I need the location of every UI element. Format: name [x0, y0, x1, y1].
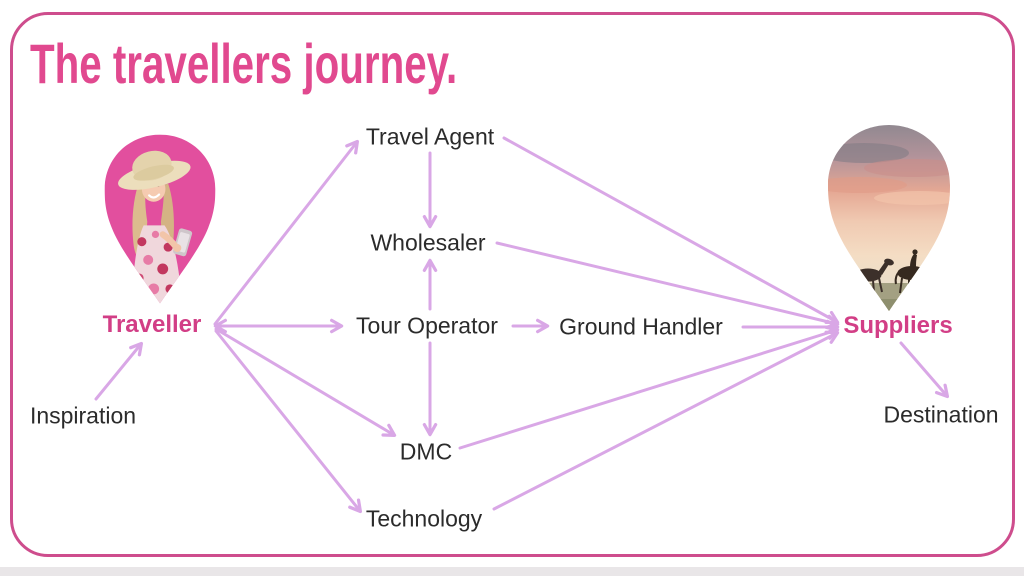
node-technology: Technology: [365, 505, 483, 532]
node-travel-agent: Travel Agent: [365, 123, 495, 150]
page-title: The travellers journey.: [30, 32, 458, 95]
node-suppliers: Suppliers: [843, 312, 953, 339]
edge-inspiration-traveller: [94, 341, 144, 401]
edge-suppliers-destination: [899, 341, 950, 399]
slide-border: [10, 12, 1015, 557]
node-tour-operator: Tour Operator: [356, 312, 498, 339]
edge-technology-suppliers: [492, 330, 840, 511]
edge-travel-agent-suppliers: [502, 136, 840, 325]
edge-wholesaler-suppliers: [495, 241, 840, 329]
node-destination: Destination: [883, 401, 999, 428]
traveller-pin-image: [104, 134, 216, 304]
edge-traveller-dmc: [214, 327, 397, 437]
edge-traveller-travel-agent: [213, 139, 360, 326]
edge-traveller-technology: [214, 329, 363, 514]
screenshot-edge-shade: [0, 567, 1024, 576]
node-dmc: DMC: [399, 438, 453, 465]
suppliers-pin-image: [828, 125, 950, 311]
edge-dmc-suppliers: [458, 325, 840, 450]
node-traveller: Traveller: [102, 311, 202, 338]
node-inspiration: Inspiration: [29, 402, 137, 429]
node-wholesaler: Wholesaler: [370, 229, 486, 256]
node-ground-handler: Ground Handler: [559, 313, 723, 340]
